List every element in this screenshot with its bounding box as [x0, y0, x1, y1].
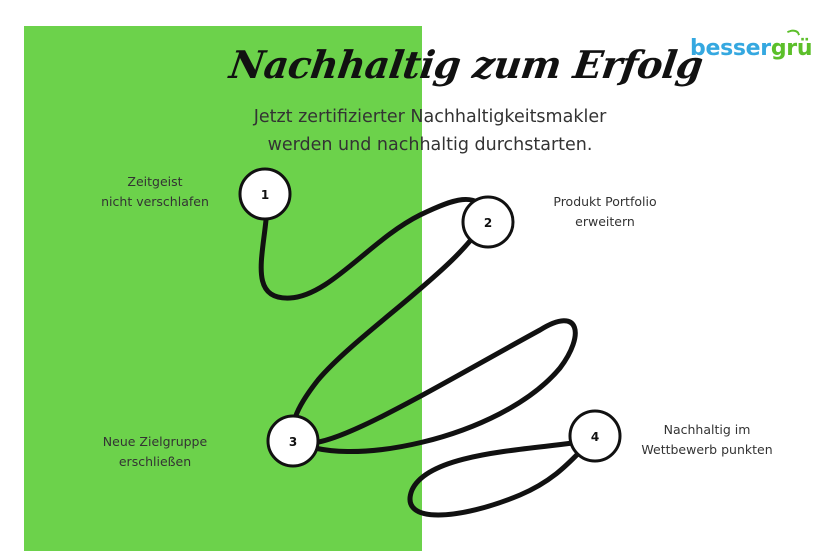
logo-text-part2: grün	[770, 36, 813, 61]
step-node-1: 1	[238, 167, 292, 221]
step-number-3: 3	[289, 435, 297, 449]
step-node-4: 4	[568, 409, 622, 463]
step-label-3: Neue Zielgruppe erschließen	[102, 434, 208, 469]
step-number-1: 1	[261, 188, 269, 202]
step-number-4: 4	[591, 430, 599, 444]
logo-text-part1: besser	[690, 36, 771, 61]
step-node-3: 3	[266, 414, 320, 468]
step-label-1: Zeitgeist nicht verschlafen	[101, 174, 209, 209]
brand-logo: bessergrün	[690, 36, 813, 61]
step-label-2: Produkt Portfolio erweitern	[553, 194, 657, 229]
step-label-4: Nachhaltig im Wettbewerb punkten	[641, 422, 773, 457]
green-background-panel	[24, 26, 422, 551]
subtitle: Jetzt zertifizierter Nachhaltigkeitsmakl…	[253, 107, 607, 155]
step-number-2: 2	[484, 216, 492, 230]
step-node-2: 2	[461, 195, 515, 249]
roadmap-path	[258, 197, 578, 454]
roadmap-path-end	[407, 437, 595, 518]
